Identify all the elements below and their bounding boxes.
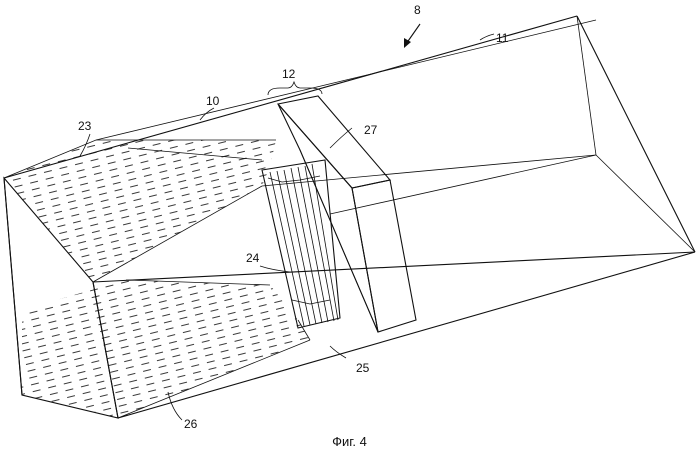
lower-wedge xyxy=(22,280,310,418)
label-27: 27 xyxy=(364,123,378,137)
direction-arrow xyxy=(404,24,420,48)
upper-wedge xyxy=(4,140,276,282)
label-11: 11 xyxy=(496,31,509,45)
label-23: 23 xyxy=(78,119,92,133)
label-24: 24 xyxy=(246,251,260,265)
separator-block xyxy=(278,96,416,332)
brace-12 xyxy=(268,82,322,95)
figure-caption: Фиг. 4 xyxy=(0,434,699,449)
label-26: 26 xyxy=(184,417,198,431)
label-25: 25 xyxy=(356,361,370,375)
label-10: 10 xyxy=(206,94,220,108)
label-12: 12 xyxy=(282,67,296,81)
label-8: 8 xyxy=(414,3,421,17)
